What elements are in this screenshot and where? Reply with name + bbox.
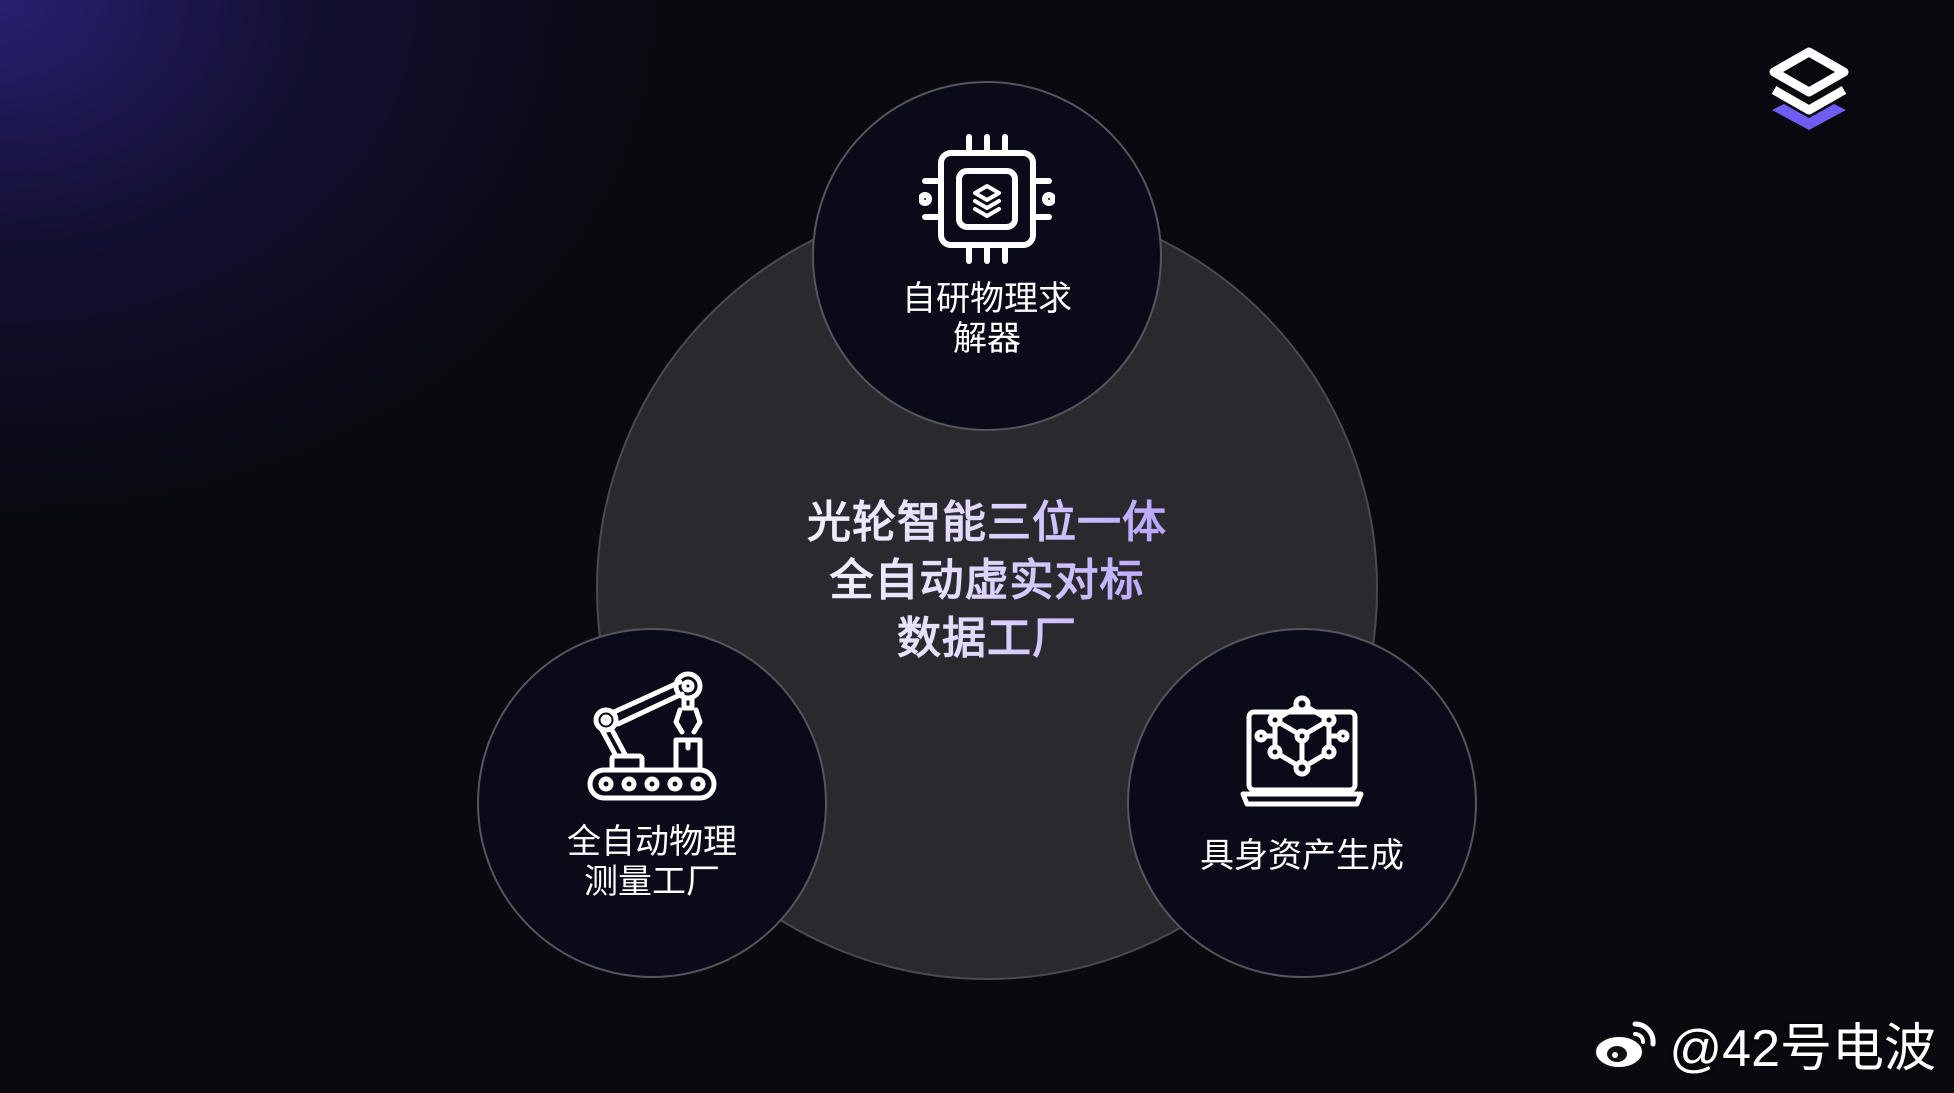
laptop-cube-icon (1240, 695, 1364, 807)
node-factory: 全自动物理 测量工厂 (477, 628, 827, 978)
node-factory-label-line-1: 全自动物理 (567, 822, 737, 862)
node-solver-label: 自研物理求 解器 (814, 279, 1160, 359)
node-solver-label-line-2: 解器 (953, 319, 1021, 359)
robot-arm-icon (587, 671, 717, 801)
watermark: @42号电波 (1591, 1013, 1936, 1078)
node-assets: 具身资产生成 (1127, 628, 1477, 978)
center-title: 光轮智能三位一体 全自动虚实对标 数据工厂 (690, 494, 1284, 668)
node-factory-label-line-2: 测量工厂 (584, 862, 720, 902)
layers-logo-icon (1769, 47, 1849, 130)
center-title-line-1: 光轮智能三位一体 (690, 494, 1284, 552)
node-factory-label: 全自动物理 测量工厂 (479, 822, 825, 902)
watermark-text: @42号电波 (1669, 1019, 1936, 1078)
chip-icon (919, 134, 1055, 264)
center-title-line-2: 全自动虚实对标 (690, 552, 1284, 610)
node-solver-label-line-1: 自研物理求 (902, 279, 1072, 319)
node-solver: 自研物理求 解器 (812, 81, 1162, 431)
node-assets-label-line-1: 具身资产生成 (1200, 836, 1404, 876)
weibo-icon (1594, 1021, 1656, 1069)
center-title-line-3: 数据工厂 (690, 610, 1284, 668)
node-assets-label: 具身资产生成 (1129, 836, 1475, 876)
